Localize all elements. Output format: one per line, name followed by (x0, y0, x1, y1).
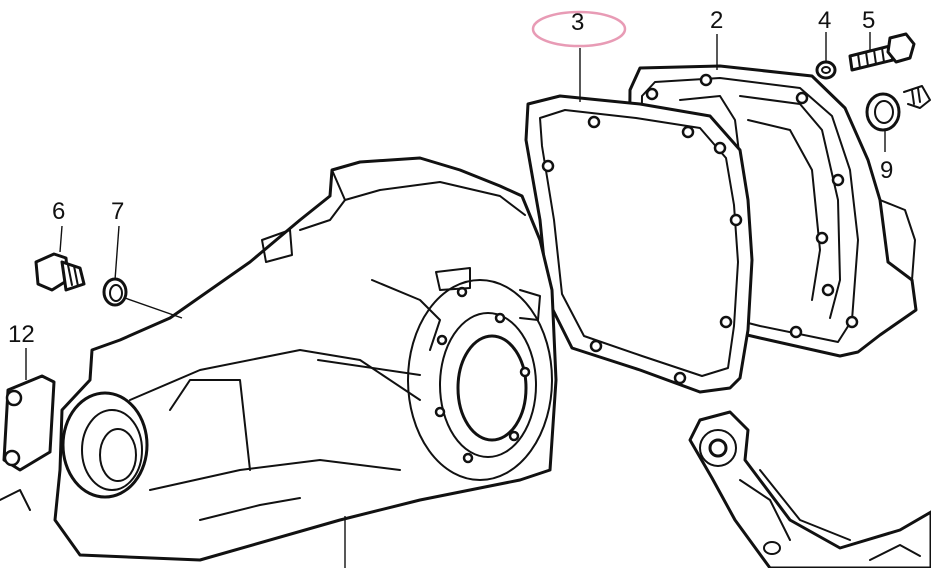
callout-9: 9 (880, 157, 893, 184)
differential-housing[interactable] (53, 156, 558, 562)
callout-7: 7 (111, 198, 124, 225)
bracket-part-12[interactable] (0, 374, 56, 511)
callout-3: 3 (571, 9, 584, 36)
control-arm[interactable] (688, 410, 931, 568)
plug-part-6[interactable] (34, 252, 86, 292)
leader-lines (25, 32, 886, 568)
washer-part-7[interactable] (102, 277, 128, 307)
washer-part-4[interactable] (815, 60, 837, 80)
callout-4: 4 (818, 7, 831, 34)
seal-part-9[interactable] (865, 85, 931, 132)
callout-5: 5 (862, 7, 875, 34)
gasket-part-3[interactable] (524, 94, 754, 394)
bolt-part-5[interactable] (848, 32, 916, 72)
callout-2: 2 (710, 7, 723, 34)
callout-6: 6 (52, 198, 65, 225)
callout-12: 12 (8, 321, 35, 348)
callout-highlight-ring (531, 10, 627, 48)
